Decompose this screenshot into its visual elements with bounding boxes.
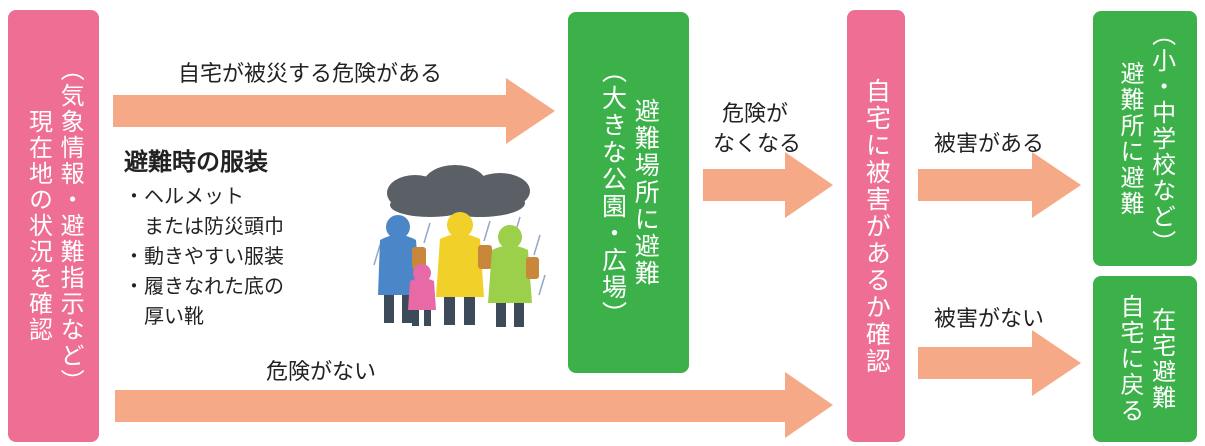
arrow-no-danger (115, 372, 833, 438)
box-check-situation-main: 現在地の状況を確認 (24, 109, 53, 343)
label-no-danger: 危険がない (266, 360, 377, 385)
clothing-item: 厚い靴 (124, 304, 204, 328)
clothing-list: 避難時の服装 ・ヘルメット または防災頭巾 ・動きやすい服装 ・履きなれた底の … (124, 142, 284, 331)
label-no-damage: 被害がない (934, 307, 1045, 332)
arrow-danger (113, 78, 555, 144)
box-check-situation-sub: （気象情報・避難指示など） (56, 57, 85, 395)
label-danger-gone-2: なくなる (713, 132, 802, 157)
box-check-damage: 自宅に被害があるか確認 (847, 10, 905, 442)
label-danger: 自宅が被災する危険がある (178, 62, 443, 87)
box-check-situation: （気象情報・避難指示など） 現在地の状況を確認 (8, 10, 99, 442)
arrow-danger-gone (703, 152, 833, 218)
label-damage: 被害がある (934, 132, 1045, 157)
clothing-item: ・履きなれた底の (124, 274, 284, 298)
box-shelter-main: 避難所に避難 (1116, 60, 1144, 217)
arrow-damage (918, 152, 1081, 218)
label-danger-gone-1: 危険が (722, 102, 789, 127)
box-shelter: （小・中学校など） 避難所に避難 (1093, 11, 1197, 266)
arrow-no-damage (918, 330, 1081, 396)
box-home-evacuation-col2: 自宅に戻る (1116, 294, 1144, 424)
box-shelter-sub: （小・中学校など） (1147, 21, 1176, 256)
evacuating-family-illustration (373, 165, 546, 327)
box-evacuation-site: 避難場所に避難 （大きな公園・広場） (568, 12, 689, 373)
box-home-evacuation-col1: 在宅避難 (1147, 307, 1176, 411)
clothing-item: または防災頭巾 (124, 214, 284, 238)
clothing-item: ・ヘルメット (124, 184, 244, 208)
clothing-title: 避難時の服装 (124, 148, 268, 176)
box-home-evacuation: 在宅避難 自宅に戻る (1093, 276, 1197, 442)
clothing-item: ・動きやすい服装 (124, 244, 284, 268)
box-evacuation-site-main: 避難場所に避難 (631, 98, 661, 287)
box-evacuation-site-sub: （大きな公園・広場） (598, 57, 628, 328)
box-check-damage-main: 自宅に被害があるか確認 (862, 77, 892, 375)
